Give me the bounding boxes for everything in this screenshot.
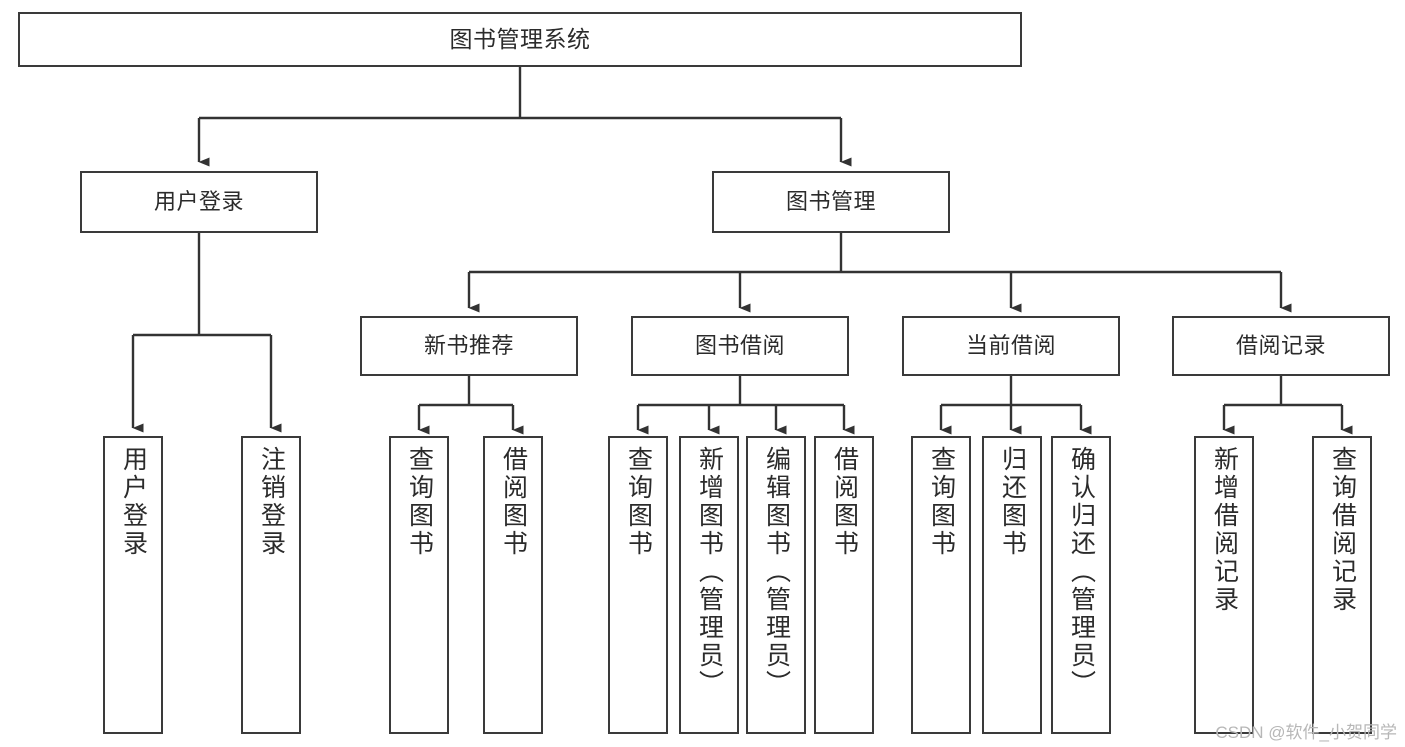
- leaf-user-login[interactable]: 用户登录: [103, 436, 163, 734]
- node-label: 用户登录: [153, 189, 244, 215]
- node-label: 注销登录: [257, 446, 286, 558]
- leaf-add-record[interactable]: 新增借阅记录: [1194, 436, 1254, 734]
- node-label: 借阅图书: [830, 446, 859, 558]
- leaf-query-books-1[interactable]: 查询图书: [389, 436, 449, 734]
- watermark-text: CSDN @软件_小贺同学: [1215, 723, 1397, 742]
- node-label: 编辑图书（管理员）: [762, 446, 791, 698]
- node-current-borrow[interactable]: 当前借阅: [902, 316, 1120, 376]
- node-label: 借阅记录: [1235, 333, 1326, 359]
- node-label: 查询图书: [927, 446, 956, 558]
- node-label: 用户登录: [119, 446, 148, 558]
- node-label: 查询图书: [405, 446, 434, 558]
- node-book-borrow[interactable]: 图书借阅: [631, 316, 849, 376]
- node-user-login[interactable]: 用户登录: [80, 171, 318, 233]
- leaf-confirm-return[interactable]: 确认归还（管理员）: [1051, 436, 1111, 734]
- node-borrow-record[interactable]: 借阅记录: [1172, 316, 1390, 376]
- leaf-return-book[interactable]: 归还图书: [982, 436, 1042, 734]
- node-new-book-recommend[interactable]: 新书推荐: [360, 316, 578, 376]
- node-label: 查询图书: [624, 446, 653, 558]
- node-label: 新增借阅记录: [1210, 446, 1239, 614]
- node-label: 新增图书（管理员）: [695, 446, 724, 698]
- node-book-management[interactable]: 图书管理: [712, 171, 950, 233]
- node-label: 当前借阅: [965, 333, 1056, 359]
- leaf-borrow-books-1[interactable]: 借阅图书: [483, 436, 543, 734]
- node-label: 图书管理: [785, 189, 876, 215]
- node-label: 归还图书: [998, 446, 1027, 558]
- node-label: 借阅图书: [499, 446, 528, 558]
- node-label: 查询借阅记录: [1328, 446, 1357, 614]
- node-root-system[interactable]: 图书管理系统: [18, 12, 1022, 67]
- leaf-add-book[interactable]: 新增图书（管理员）: [679, 436, 739, 734]
- leaf-query-record[interactable]: 查询借阅记录: [1312, 436, 1372, 734]
- node-label: 图书管理系统: [449, 26, 591, 53]
- node-label: 新书推荐: [423, 333, 514, 359]
- leaf-borrow-books-2[interactable]: 借阅图书: [814, 436, 874, 734]
- leaf-logout-login[interactable]: 注销登录: [241, 436, 301, 734]
- leaf-query-books-3[interactable]: 查询图书: [911, 436, 971, 734]
- leaf-query-books-2[interactable]: 查询图书: [608, 436, 668, 734]
- node-label: 确认归还（管理员）: [1067, 446, 1096, 698]
- node-label: 图书借阅: [694, 333, 785, 359]
- leaf-edit-book[interactable]: 编辑图书（管理员）: [746, 436, 806, 734]
